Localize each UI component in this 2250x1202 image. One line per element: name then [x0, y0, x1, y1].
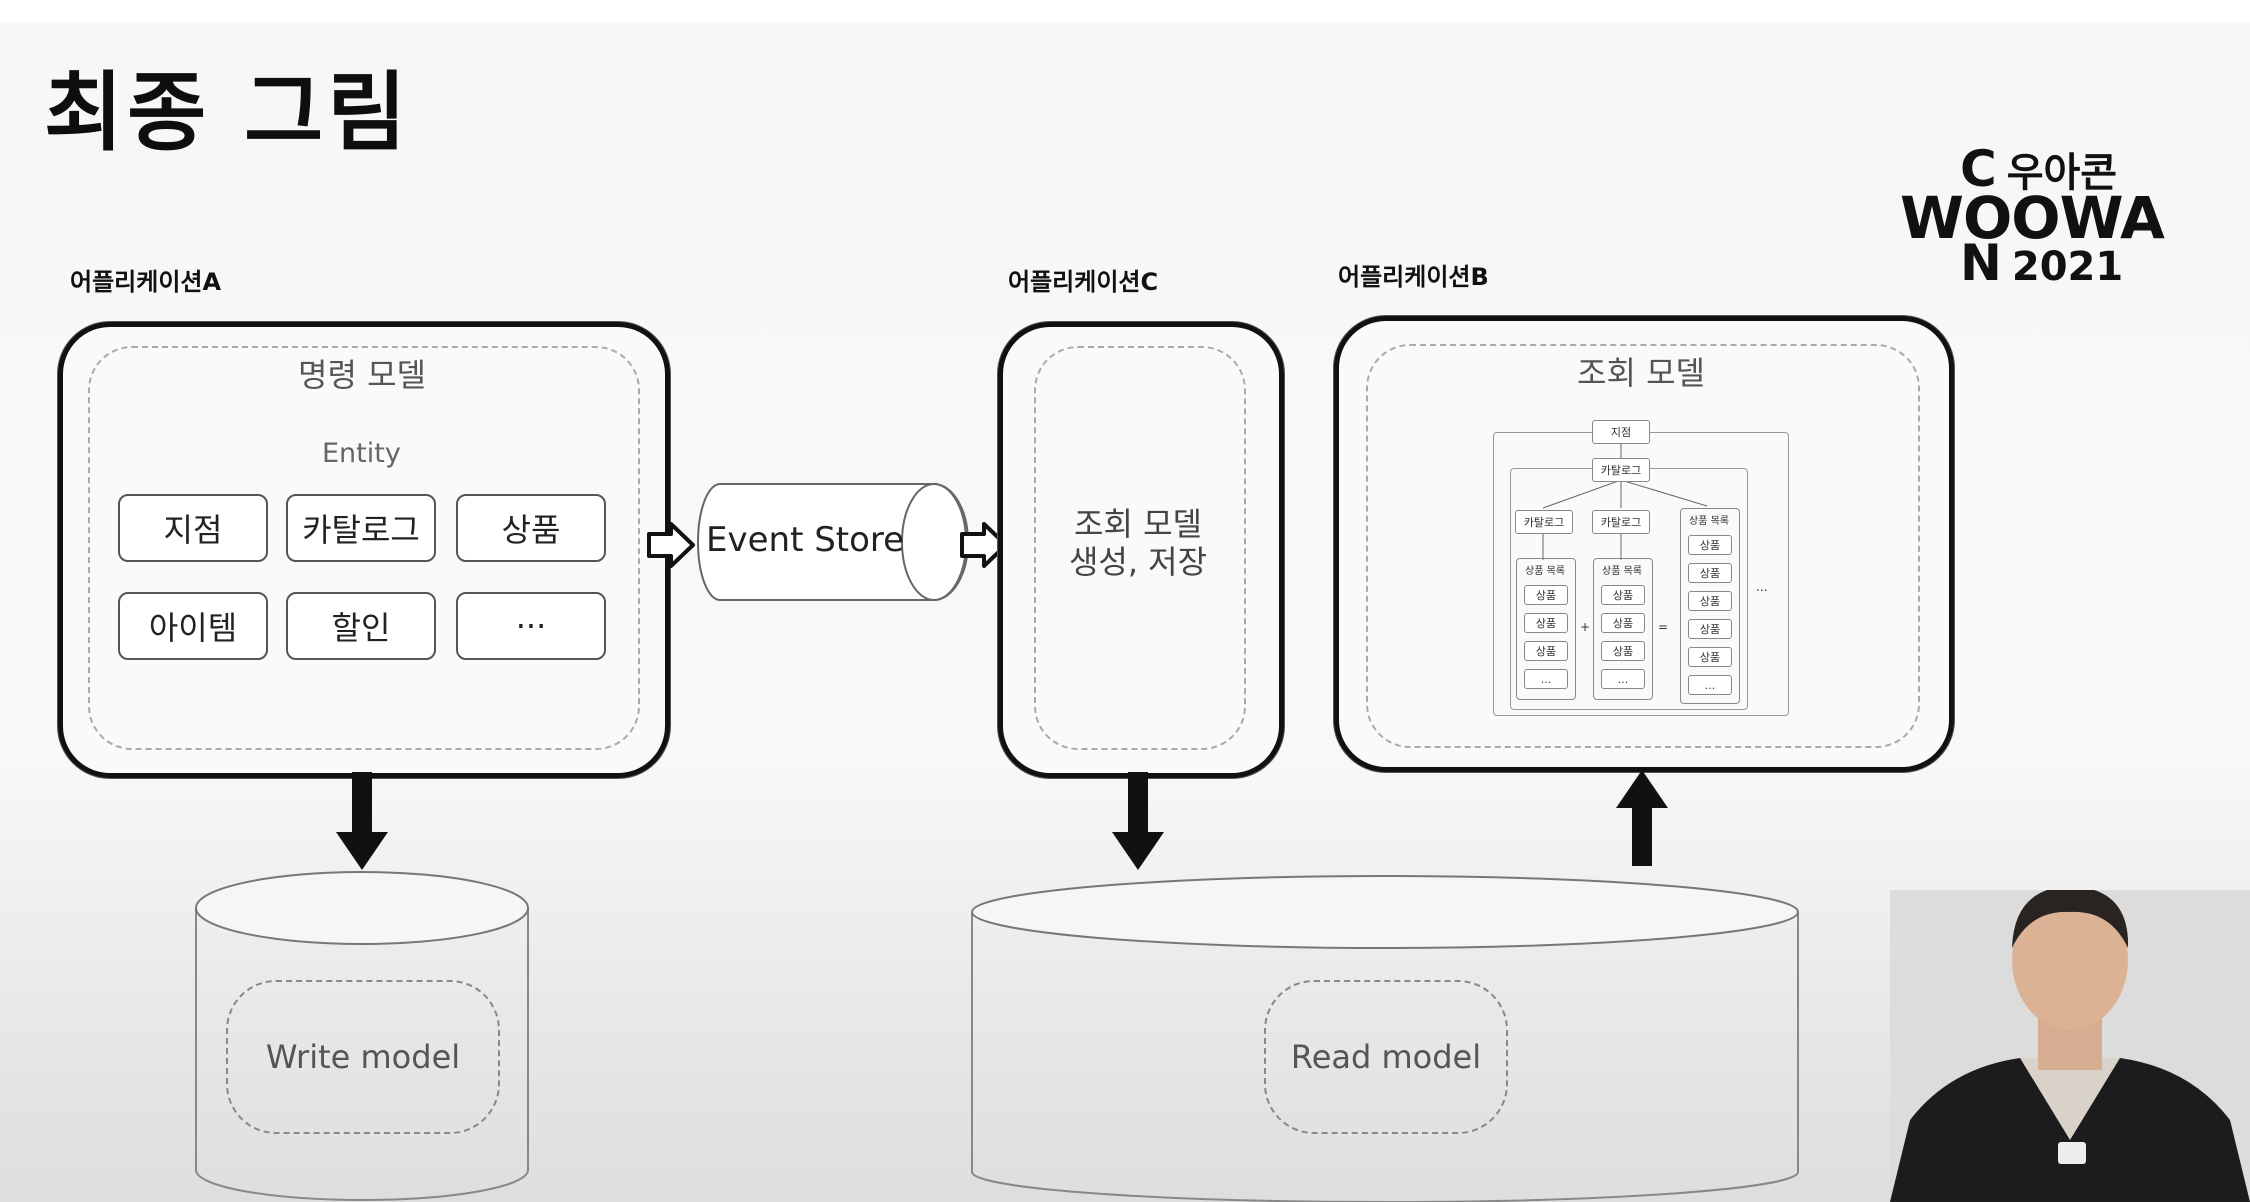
mini-mid-product-3: 상품	[1601, 641, 1645, 661]
write-model-label: Write model	[265, 1038, 461, 1076]
mini-right-list	[1680, 508, 1740, 704]
event-store-label: Event Store	[706, 520, 905, 560]
app-c-text-line-1: 조회 모델	[1074, 505, 1202, 543]
arrow-down-c-icon	[1112, 772, 1164, 870]
mini-right-product-5: 상품	[1688, 647, 1732, 667]
mini-left-product-3: 상품	[1524, 641, 1568, 661]
entity-more: ···	[456, 592, 606, 660]
mini-mid-product-2: 상품	[1601, 613, 1645, 633]
mini-catalog-node: 카탈로그	[1592, 458, 1650, 482]
app-c-text-line-2: 생성, 저장	[1068, 543, 1208, 581]
speaker-video	[1890, 890, 2250, 1202]
entity-item: 아이템	[118, 592, 268, 660]
app-b-label: 어플리케이션B	[1338, 263, 1489, 291]
command-model-area	[88, 346, 640, 750]
logo-year: 2021	[2011, 244, 2124, 290]
app-b-box	[1334, 316, 1954, 772]
logo-c: C	[1960, 140, 1997, 198]
mini-left-catalog: 카탈로그	[1515, 510, 1573, 534]
mini-right-product-4: 상품	[1688, 619, 1732, 639]
query-model-title: 조회 모델	[1577, 354, 1705, 392]
read-model-label: Read model	[1290, 1038, 1482, 1076]
mini-right-list-title: 상품 목록	[1689, 516, 1729, 527]
entity-label: Entity	[322, 438, 401, 469]
arrow-right-2-icon	[960, 522, 1008, 568]
mini-left-list-title: 상품 목록	[1525, 566, 1565, 577]
mini-mid-list	[1593, 558, 1653, 700]
read-db-cylinder	[971, 875, 1799, 1202]
mini-tree-lines	[1542, 442, 1708, 560]
mini-right-more: ...	[1688, 675, 1732, 695]
mini-plus: +	[1580, 620, 1591, 634]
app-c-box	[998, 322, 1284, 778]
arrow-up-b-icon	[1616, 770, 1668, 866]
top-bar	[0, 0, 2250, 22]
mini-right-product-2: 상품	[1688, 563, 1732, 583]
mini-mid-list-title: 상품 목록	[1602, 566, 1642, 577]
mini-side-ellipsis: ...	[1756, 580, 1768, 594]
logo-korean: 우아콘	[2006, 150, 2118, 196]
mini-mid-more: ...	[1601, 669, 1645, 689]
event-store-cylinder	[697, 483, 969, 601]
read-model-generator-area	[1034, 346, 1246, 750]
write-model-area: Write model	[226, 980, 500, 1134]
mini-left-list	[1516, 558, 1576, 700]
query-model-area	[1366, 344, 1920, 748]
write-db-cylinder	[195, 871, 529, 1201]
mini-mid-catalog: 카탈로그	[1592, 510, 1650, 534]
mini-equals: =	[1658, 620, 1669, 634]
mini-root-node: 지점	[1592, 420, 1650, 444]
mini-mid-product-1: 상품	[1601, 585, 1645, 605]
read-model-area: Read model	[1264, 980, 1508, 1134]
logo-n: N	[1960, 234, 2002, 292]
app-c-text: 조회 모델 생성, 저장	[1034, 505, 1242, 581]
slide-title: 최종 그림	[44, 63, 411, 163]
arrow-down-a-icon	[336, 772, 388, 870]
entity-discount: 할인	[286, 592, 436, 660]
mini-left-product-2: 상품	[1524, 613, 1568, 633]
app-c-label: 어플리케이션C	[1008, 268, 1159, 296]
command-model-title: 명령 모델	[298, 356, 426, 394]
entity-product: 상품	[456, 494, 606, 562]
arrow-right-1-icon	[647, 522, 695, 568]
app-a-label: 어플리케이션A	[70, 268, 222, 296]
logo-row-2: WOOWA	[1900, 184, 2165, 252]
entity-branch: 지점	[118, 494, 268, 562]
mini-right-product-1: 상품	[1688, 535, 1732, 555]
entity-catalog: 카탈로그	[286, 494, 436, 562]
mini-right-product-3: 상품	[1688, 591, 1732, 611]
mini-left-product-1: 상품	[1524, 585, 1568, 605]
mini-left-more: ...	[1524, 669, 1568, 689]
